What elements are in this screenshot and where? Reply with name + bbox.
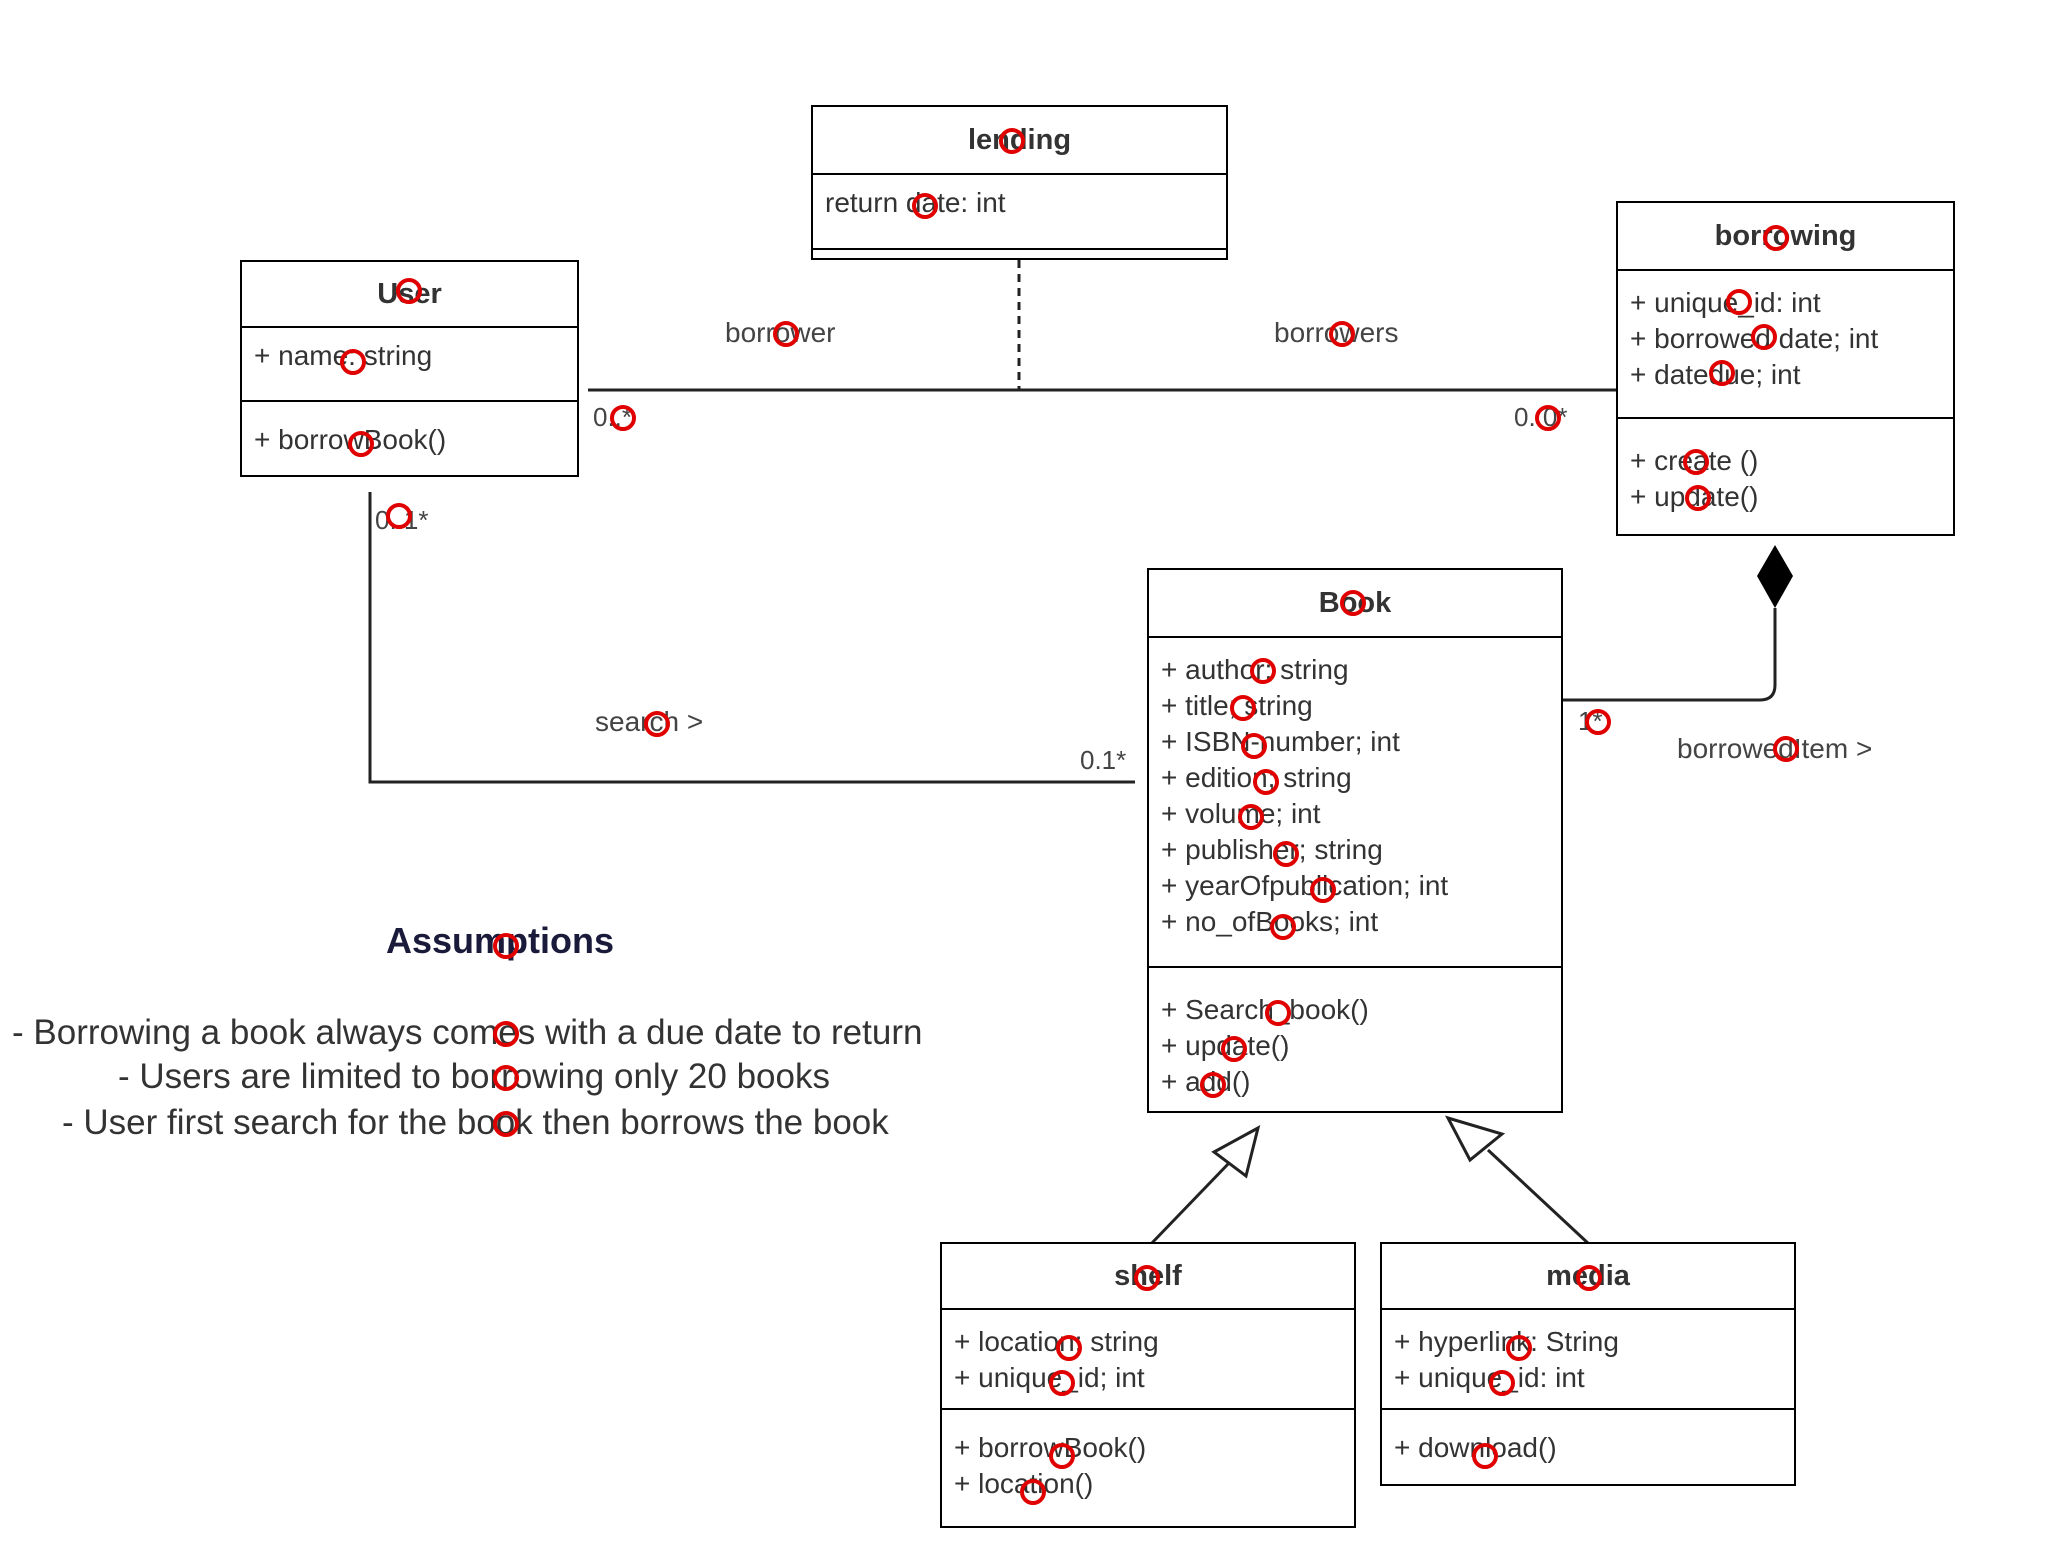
method: + download() (1394, 1432, 1557, 1463)
marker-circle (644, 711, 670, 737)
marker-circle (1773, 736, 1799, 762)
class-book-attributes: + author; string + title; string + ISBN-… (1149, 638, 1561, 968)
marker-circle (1270, 914, 1296, 940)
marker-circle (1709, 360, 1735, 386)
attribute: return date: int (825, 187, 1006, 218)
marker-circle (1238, 804, 1264, 830)
marker-circle (1049, 1370, 1075, 1396)
attribute: + volume; int (1161, 798, 1321, 829)
marker-circle (1340, 590, 1366, 616)
attribute: + ISBN-number; int (1161, 726, 1400, 757)
marker-circle (1273, 841, 1299, 867)
attribute: + borrowed date; int (1630, 323, 1879, 354)
attribute: + edition; string (1161, 762, 1352, 793)
marker-circle (493, 1065, 519, 1091)
method: + location() (954, 1468, 1094, 1499)
marker-circle (610, 405, 636, 431)
class-lending: lending return date: int (811, 105, 1228, 260)
class-borrowing-attributes: + unique_id: int + borrowed date; int + … (1618, 271, 1953, 419)
assumption-line: - User first search for the book then bo… (62, 1103, 889, 1142)
marker-circle (1134, 1265, 1160, 1291)
attribute: + publisher; string (1161, 834, 1383, 865)
marker-circle (1230, 695, 1256, 721)
marker-circle (1506, 1335, 1532, 1361)
generalization-media-book (1486, 1148, 1592, 1247)
assumption-line: - Borrowing a book always comes with a d… (12, 1013, 923, 1052)
marker-circle (1253, 769, 1279, 795)
composition-diamond (1757, 545, 1793, 608)
attribute: + location; string (954, 1326, 1159, 1357)
marker-circle (493, 1021, 519, 1047)
class-shelf: shelf + location; string + unique_id; in… (940, 1242, 1356, 1528)
marker-circle (1200, 1072, 1226, 1098)
marker-circle (396, 278, 422, 304)
method: + update() (1630, 481, 1759, 512)
marker-circle (1576, 1265, 1602, 1291)
class-shelf-methods: + borrowBook() + location() (942, 1410, 1354, 1502)
attribute: + author; string (1161, 654, 1349, 685)
attribute: + name: string (254, 340, 433, 371)
class-book: Book + author; string + title; string + … (1147, 568, 1563, 1113)
marker-circle (1751, 324, 1777, 350)
marker-circle (1056, 1335, 1082, 1361)
marker-circle (1472, 1443, 1498, 1469)
multiplicity-book-left: 0.1* (1080, 745, 1127, 775)
attribute: + unique_id: int (1394, 1362, 1585, 1393)
marker-circle (1221, 1036, 1247, 1062)
marker-circle (1049, 1443, 1075, 1469)
marker-circle (1585, 709, 1611, 735)
marker-circle (1489, 1370, 1515, 1396)
marker-circle (1763, 225, 1789, 251)
marker-circle (912, 193, 938, 219)
method: + borrowBook() (254, 424, 447, 455)
generalization-arrow-media (1445, 1115, 1506, 1163)
marker-circle (1250, 658, 1276, 684)
marker-circle (1683, 449, 1709, 475)
method: + create () (1630, 445, 1759, 476)
assumption-line: - Users are limited to borrowing only 20… (118, 1057, 830, 1096)
class-borrowing: borrowing + unique_id: int + borrowed da… (1616, 201, 1955, 536)
association-user-book (368, 492, 1135, 784)
class-lending-attributes: return date: int (813, 175, 1226, 250)
marker-circle (493, 1111, 519, 1137)
class-media-attributes: + hyperlink: String + unique_id: int (1382, 1310, 1794, 1410)
composition-borrowing-book (1558, 608, 1777, 702)
marker-circle (1020, 1479, 1046, 1505)
class-user-methods: + borrowBook() (242, 402, 577, 475)
marker-circle (1535, 405, 1561, 431)
attribute: + no_ofBooks; int (1161, 906, 1379, 937)
attribute: + unique_id: int (1630, 287, 1821, 318)
attribute: + title; string (1161, 690, 1313, 721)
marker-circle (773, 321, 799, 347)
generalization-arrow-shelf (1211, 1125, 1261, 1179)
method: + Search_book() (1161, 994, 1369, 1025)
marker-circle (1265, 1000, 1291, 1026)
attribute: + hyperlink: String (1394, 1326, 1619, 1357)
marker-circle (386, 503, 412, 529)
attribute: + datedue; int (1630, 359, 1801, 390)
marker-circle (999, 128, 1025, 154)
marker-circle (1726, 289, 1752, 315)
marker-circle (1241, 733, 1267, 759)
attribute: + unique_id; int (954, 1362, 1145, 1393)
marker-circle (1685, 485, 1711, 511)
generalization-shelf-book (1148, 1160, 1232, 1247)
class-user-attributes: + name: string (242, 328, 577, 402)
method: + update() (1161, 1030, 1290, 1061)
marker-circle (348, 431, 374, 457)
marker-circle (1310, 877, 1336, 903)
attribute: + yearOfpublication; int (1161, 870, 1449, 901)
marker-circle (340, 349, 366, 375)
method: + borrowBook() (954, 1432, 1147, 1463)
class-media-methods: + download() (1382, 1410, 1794, 1466)
marker-circle (493, 933, 519, 959)
class-borrowing-methods: + create () + update() (1618, 419, 1953, 515)
marker-circle (1329, 321, 1355, 347)
class-shelf-attributes: + location; string + unique_id; int (942, 1310, 1354, 1410)
